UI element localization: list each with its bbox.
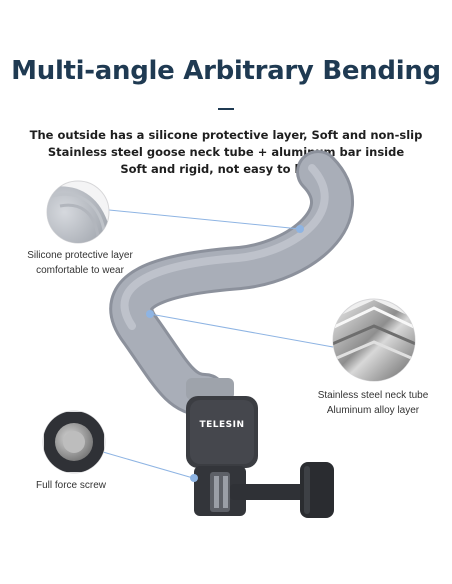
steel-callout: Stainless steel neck tube Aluminum alloy…	[310, 388, 436, 418]
screw-leader-line	[102, 451, 194, 479]
silicone-leader-line	[108, 209, 301, 230]
screw-point-dot	[190, 474, 198, 482]
silicone-callout: Silicone protective layer comfortable to…	[20, 248, 140, 278]
silicone-callout-line-2: comfortable to wear	[36, 265, 124, 276]
steel-leader-line	[149, 313, 334, 348]
title-divider	[218, 108, 234, 110]
gooseneck-tube	[109, 150, 354, 417]
page-title: Multi-angle Arbitrary Bending	[11, 56, 441, 86]
description-line-3: Soft and rigid, not easy to break	[120, 162, 332, 176]
steel-callout-line-1: Stainless steel neck tube	[317, 390, 429, 401]
screw-callout: Full force screw	[36, 478, 136, 493]
silicone-point-dot	[296, 225, 304, 233]
steel-detail-circle	[332, 298, 416, 382]
camera-mount	[186, 378, 334, 518]
screw-callout-line: Full force screw	[36, 480, 107, 491]
steel-callout-line-2: Aluminum alloy layer	[326, 405, 420, 416]
silicone-callout-line-1: Silicone protective layer	[27, 250, 133, 261]
steel-point-dot	[146, 310, 154, 318]
brand-logo: TELESIN	[199, 420, 245, 430]
screw-detail-circle	[42, 410, 106, 474]
description-line-1: The outside has a silicone protective la…	[29, 128, 423, 142]
